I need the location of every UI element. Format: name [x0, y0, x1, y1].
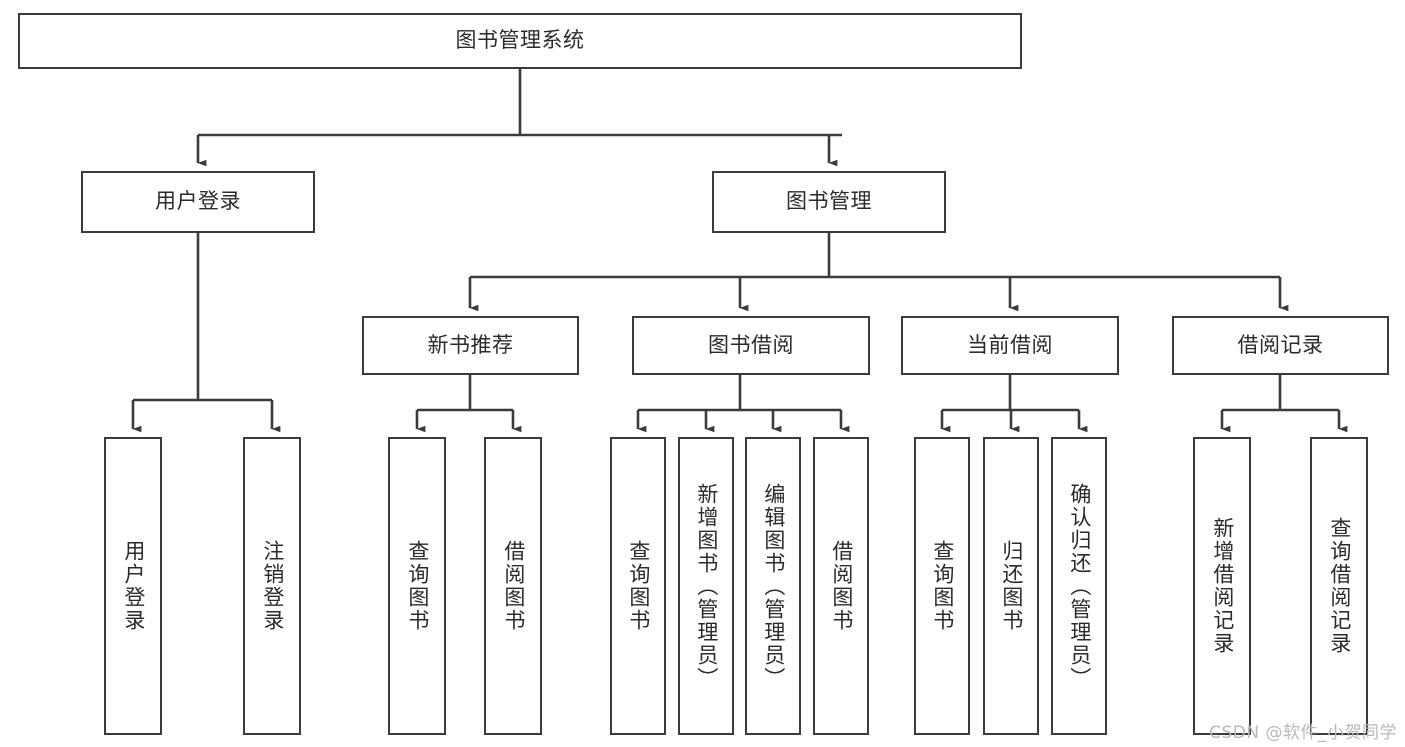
node-leaf-query-book-rec-label: 查询图书 — [405, 540, 430, 632]
csdn-watermark: CSDN @软件_小贺同学 — [1209, 723, 1397, 743]
node-leaf-query-record-label: 查询借阅记录 — [1327, 517, 1352, 655]
node-leaf-borrow-book-rec[interactable]: 借阅图书 — [484, 437, 542, 735]
node-new-book-rec[interactable]: 新书推荐 — [362, 316, 579, 375]
edge-newbook-to-leaves — [415, 375, 522, 433]
node-leaf-borrow-book[interactable]: 借阅图书 — [813, 437, 869, 735]
node-borrow-record-label: 借阅记录 — [1237, 332, 1324, 357]
edge-bookborrow-to-leaves — [636, 375, 850, 433]
node-leaf-borrow-book-rec-label: 借阅图书 — [501, 540, 526, 632]
edge-userlogin-to-leaves — [131, 233, 281, 433]
node-leaf-user-login[interactable]: 用户登录 — [104, 437, 162, 735]
node-leaf-edit-book[interactable]: 编辑图书（管理员） — [745, 437, 801, 735]
node-leaf-logout[interactable]: 注销登录 — [243, 437, 301, 735]
edge-borrowrecord-to-leaves — [1220, 375, 1348, 433]
node-leaf-user-login-label: 用户登录 — [121, 540, 146, 632]
node-current-borrow-label: 当前借阅 — [967, 332, 1053, 357]
edge-currentborrow-to-leaves — [940, 375, 1088, 433]
node-leaf-confirm-return[interactable]: 确认归还（管理员） — [1051, 437, 1107, 735]
edge-bookmanage-to-level3 — [468, 233, 1289, 312]
node-leaf-query-book-borrow[interactable]: 查询图书 — [610, 437, 666, 735]
node-leaf-confirm-return-label: 确认归还（管理员） — [1067, 482, 1092, 690]
node-leaf-query-book-rec[interactable]: 查询图书 — [388, 437, 446, 735]
node-user-login[interactable]: 用户登录 — [81, 171, 315, 233]
node-leaf-query-book-cur[interactable]: 查询图书 — [914, 437, 970, 735]
node-leaf-add-book-label: 新增图书（管理员） — [694, 482, 719, 690]
node-leaf-return-book-label: 归还图书 — [999, 540, 1024, 632]
node-leaf-add-book[interactable]: 新增图书（管理员） — [678, 437, 734, 735]
node-user-login-label: 用户登录 — [155, 189, 241, 214]
node-leaf-query-record[interactable]: 查询借阅记录 — [1310, 437, 1368, 735]
node-leaf-add-record-label: 新增借阅记录 — [1210, 517, 1235, 655]
node-current-borrow[interactable]: 当前借阅 — [901, 316, 1119, 375]
node-leaf-logout-label: 注销登录 — [260, 540, 285, 632]
node-root-system[interactable]: 图书管理系统 — [18, 13, 1022, 69]
node-borrow-record[interactable]: 借阅记录 — [1172, 316, 1389, 375]
node-root-label: 图书管理系统 — [455, 28, 585, 53]
node-new-book-rec-label: 新书推荐 — [427, 332, 514, 357]
node-book-borrow[interactable]: 图书借阅 — [632, 316, 870, 375]
node-leaf-query-book-cur-label: 查询图书 — [930, 540, 955, 632]
edge-root-to-level2 — [196, 69, 842, 167]
node-leaf-edit-book-label: 编辑图书（管理员） — [761, 482, 786, 690]
node-leaf-add-record[interactable]: 新增借阅记录 — [1193, 437, 1251, 735]
node-book-manage-label: 图书管理 — [786, 189, 872, 214]
node-leaf-query-book-borrow-label: 查询图书 — [626, 540, 651, 632]
node-leaf-return-book[interactable]: 归还图书 — [983, 437, 1039, 735]
node-book-manage[interactable]: 图书管理 — [712, 171, 946, 233]
node-leaf-borrow-book-label: 借阅图书 — [829, 540, 854, 632]
node-book-borrow-label: 图书借阅 — [708, 332, 794, 357]
